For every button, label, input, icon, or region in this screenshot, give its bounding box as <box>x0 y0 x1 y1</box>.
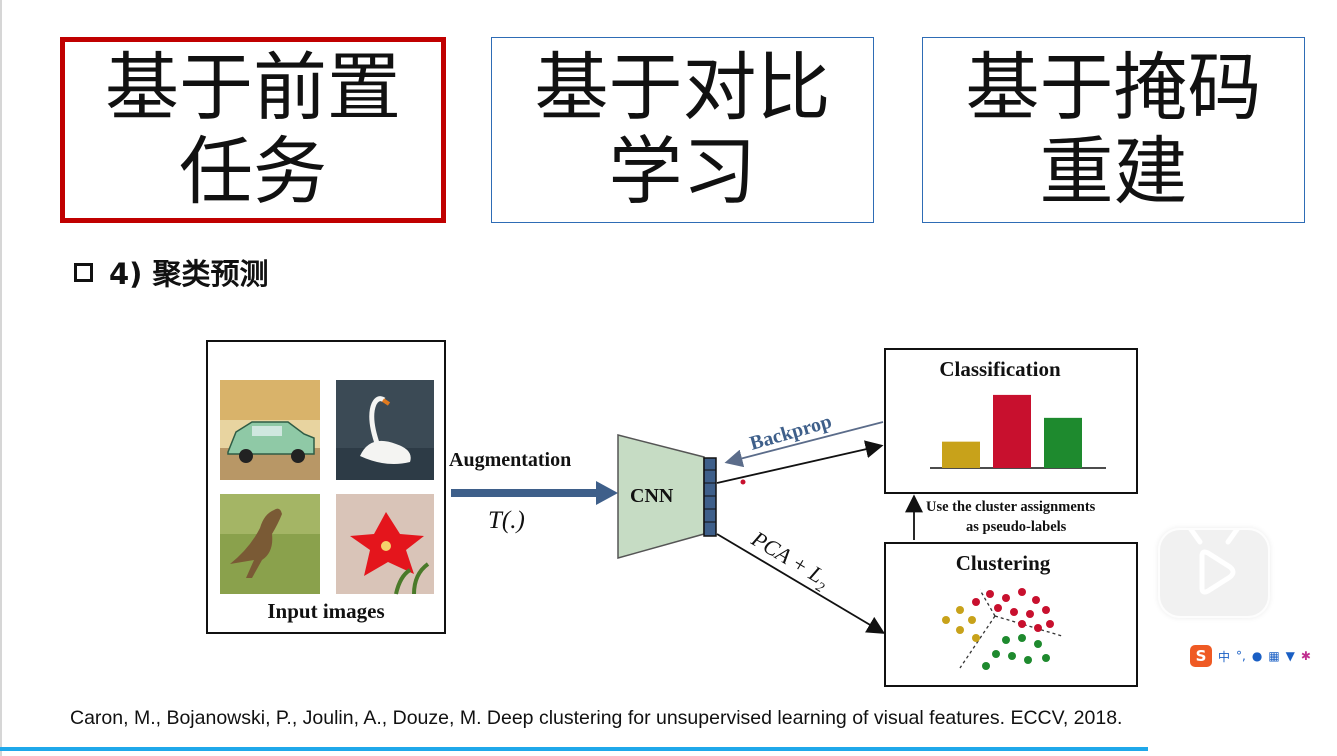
pca-label: PCA + L2 <box>744 525 834 596</box>
classification-bars <box>942 394 1082 468</box>
augmentation-label: Augmentation <box>449 449 571 471</box>
to-clustering-arrow <box>716 533 886 634</box>
topic-box-label: 基于对比学习 <box>534 45 831 215</box>
augmentation-arrow-head <box>596 481 618 505</box>
backprop-label: Backprop <box>747 410 834 454</box>
topic-box-masked-reconstruction: 基于掩码重建 <box>922 37 1305 223</box>
section-title: 4) 聚类预测 <box>109 257 269 291</box>
ime-skin-icon[interactable]: ▼ <box>1285 649 1295 663</box>
swan-image <box>336 380 434 480</box>
pseudo-label-line1: Use the cluster assignments <box>926 499 1096 515</box>
ime-logo-icon[interactable]: S <box>1190 645 1212 667</box>
topic-box-label: 基于前置任务 <box>105 45 401 215</box>
backprop-arrow <box>724 421 884 468</box>
ime-apps-icon[interactable]: ✱ <box>1300 649 1311 663</box>
ime-punctuation-icon[interactable]: °, <box>1236 649 1246 663</box>
ime-mic-icon[interactable]: ● <box>1251 649 1263 663</box>
section-heading: 4) 聚类预测 <box>74 252 269 292</box>
classification-title: Classification <box>939 357 1061 381</box>
citation: Caron, M., Bojanowski, P., Joulin, A., D… <box>70 707 1123 729</box>
classification-bar <box>942 441 980 468</box>
play-button[interactable] <box>1158 525 1270 618</box>
left-edge-line <box>0 0 2 756</box>
topic-box-label: 基于掩码重建 <box>965 45 1262 215</box>
to-classification-arrow <box>716 440 884 484</box>
cnn-label: CNN <box>630 485 674 507</box>
transform-label: T(.) <box>488 507 525 534</box>
car-image <box>220 380 320 480</box>
topic-box-contrastive: 基于对比学习 <box>491 37 874 223</box>
video-progress-bar[interactable] <box>0 747 1148 751</box>
input-images-label: Input images <box>267 599 384 623</box>
clustering-title: Clustering <box>956 551 1051 575</box>
ime-toolbar[interactable]: S 中 °, ● ▦ ▼ ✱ <box>1190 643 1337 669</box>
classification-bar <box>993 394 1031 468</box>
ime-keyboard-icon[interactable]: ▦ <box>1268 649 1280 663</box>
feature-vector <box>703 457 717 537</box>
bullet-square-icon <box>74 262 93 282</box>
pseudo-label-line2: as pseudo-labels <box>966 519 1067 535</box>
classification-bar <box>1044 417 1082 468</box>
cluster-points <box>942 588 1054 670</box>
topic-box-pretext-task: 基于前置任务 <box>60 37 446 223</box>
deepcluster-diagram: Input images Augmentation T(.) CNN Backp… <box>206 340 1138 687</box>
cluster-boundaries <box>959 589 1063 669</box>
pca-text: PCA + L <box>747 525 829 588</box>
kangaroo-image <box>220 494 320 594</box>
ime-mode[interactable]: 中 <box>1218 649 1231 664</box>
flower-image <box>336 494 434 595</box>
play-icon <box>1187 525 1241 595</box>
feature-dot <box>740 479 746 485</box>
